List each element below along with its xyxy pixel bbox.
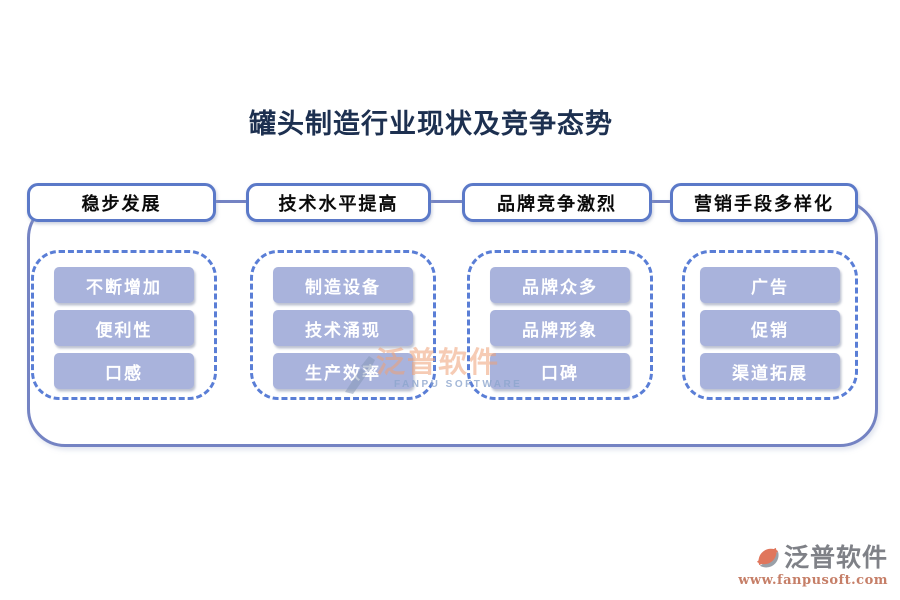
column-header-steady-growth: 稳步发展: [27, 183, 216, 222]
logo-url: www.fanpusoft.com: [738, 573, 888, 588]
group-box-tech-level: 制造设备 技术涌现 生产效率: [250, 250, 436, 400]
list-item: 品牌形象: [490, 310, 630, 346]
fanpu-swoosh-icon: [756, 547, 779, 567]
list-item: 渠道拓展: [700, 353, 840, 389]
list-item: 促销: [700, 310, 840, 346]
logo-name: 泛普软件: [783, 543, 888, 572]
group-box-marketing-diversity: 广告 促销 渠道拓展: [682, 250, 858, 400]
list-item: 不断增加: [54, 267, 194, 303]
list-item: 制造设备: [273, 267, 413, 303]
column-header-tech-level: 技术水平提高: [246, 183, 431, 222]
list-item: 生产效率: [273, 353, 413, 389]
group-box-steady-growth: 不断增加 便利性 口感: [31, 250, 217, 400]
list-item: 口感: [54, 353, 194, 389]
list-item: 技术涌现: [273, 310, 413, 346]
column-header-marketing-diversity: 营销手段多样化: [670, 183, 858, 222]
list-item: 口碑: [490, 353, 630, 389]
list-item: 便利性: [54, 310, 194, 346]
diagram-outer-frame: [27, 200, 878, 447]
group-box-brand-competition: 品牌众多 品牌形象 口碑: [467, 250, 653, 400]
column-header-brand-competition: 品牌竞争激烈: [462, 183, 652, 222]
page-title: 罐头制造行业现状及竞争态势: [249, 109, 613, 139]
fanpu-logo: 泛普软件 www.fanpusoft.com: [738, 538, 888, 588]
list-item: 品牌众多: [490, 267, 630, 303]
list-item: 广告: [700, 267, 840, 303]
